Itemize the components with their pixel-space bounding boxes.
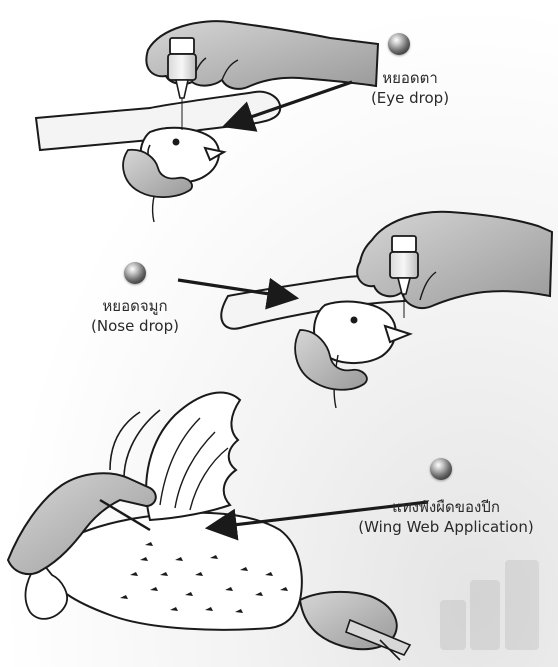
gloved-hand-icon-2	[357, 212, 552, 308]
wing-web-english: (Wing Web Application)	[340, 517, 552, 537]
wing-web-thai: แทงพังผืดของปีก	[340, 497, 552, 517]
bullet-wing-web-icon	[430, 458, 452, 480]
wing-web-label: แทงพังผืดของปีก (Wing Web Application)	[340, 497, 552, 537]
eye-drop-label: หยอดตา (Eye drop)	[350, 68, 470, 108]
gloved-hand-icon-4	[300, 592, 410, 660]
nose-drop-english: (Nose drop)	[70, 316, 200, 336]
nose-drop-label: หยอดจมูก (Nose drop)	[70, 296, 200, 336]
eye-drop-scene	[36, 21, 378, 222]
bullet-nose-drop-icon	[124, 262, 146, 284]
eye-drop-english: (Eye drop)	[350, 88, 470, 108]
bullet-eye-drop-icon	[388, 33, 410, 55]
nose-drop-scene	[178, 212, 552, 408]
eye-drop-thai: หยอดตา	[350, 68, 470, 88]
nose-drop-thai: หยอดจมูก	[70, 296, 200, 316]
background-vials	[440, 560, 539, 650]
